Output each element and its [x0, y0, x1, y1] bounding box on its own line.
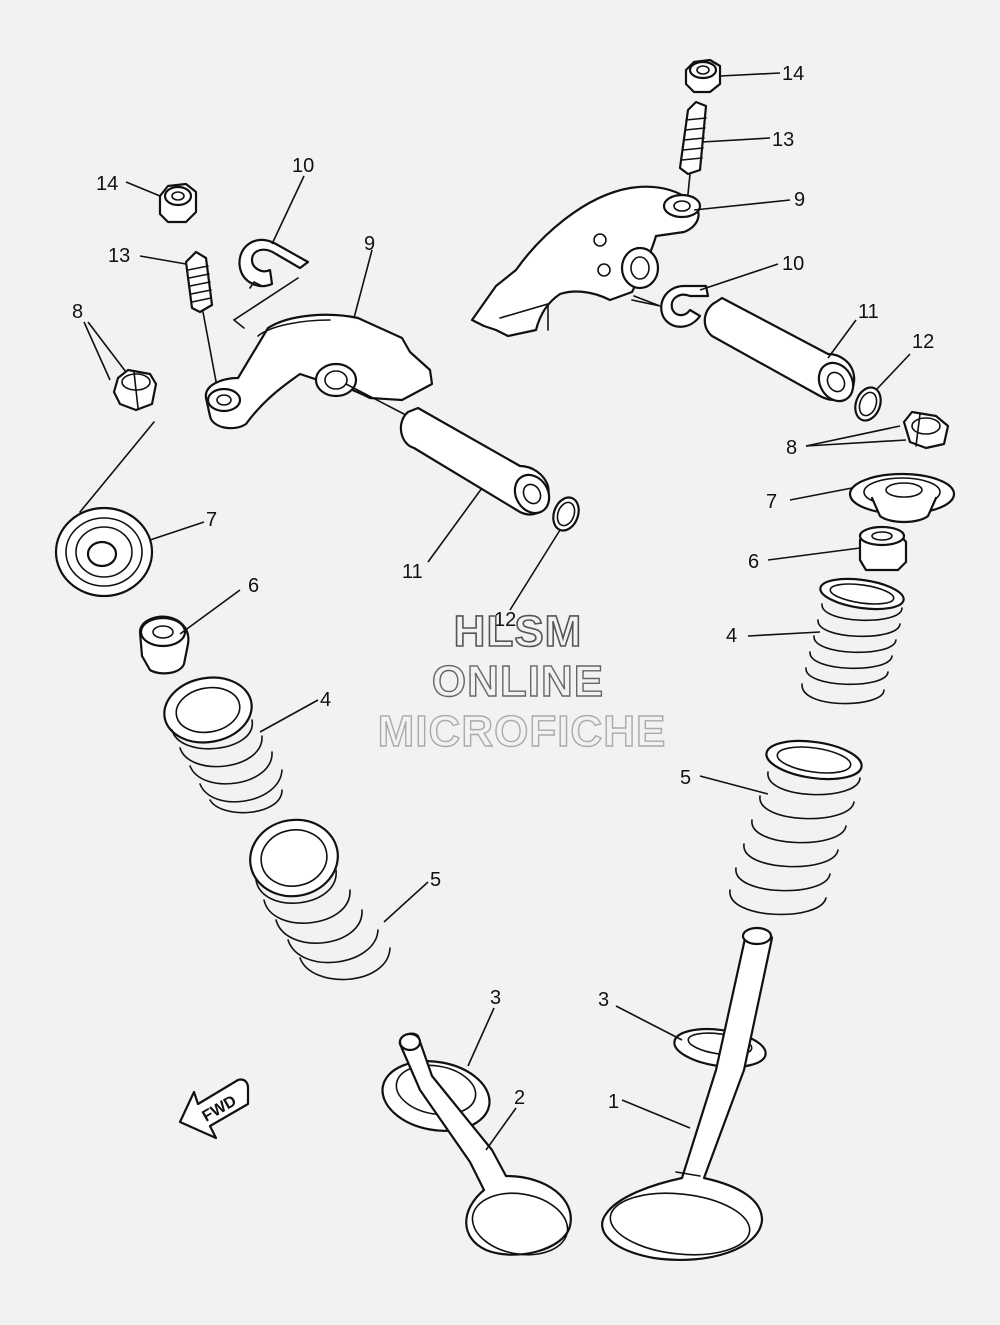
part-exhaust-valve[interactable] — [601, 926, 774, 1262]
fwd-arrow-icon: FWD — [178, 1078, 250, 1140]
part-valve-cotter-right[interactable] — [902, 410, 950, 450]
part-spring-retainer-left[interactable] — [54, 506, 154, 598]
callout-11-left: 11 — [402, 561, 423, 583]
callout-13-right: 13 — [772, 129, 794, 151]
callout-12-right: 12 — [912, 331, 934, 353]
part-nut-right[interactable] — [684, 58, 722, 94]
watermark-line-2: ONLINE — [432, 657, 604, 706]
callout-13-left: 13 — [108, 245, 130, 267]
watermark: HLSM ONLINE MICROFICHE — [377, 606, 667, 757]
part-rocker-shaft-left[interactable] — [345, 383, 556, 519]
part-o-ring-left[interactable] — [549, 494, 583, 534]
callout-3-left: 3 — [490, 987, 501, 1009]
callout-10-right: 10 — [782, 253, 804, 275]
part-rocker-arm-right[interactable] — [470, 185, 702, 338]
callout-9-right: 9 — [794, 189, 805, 211]
part-rocker-arm-left[interactable] — [204, 313, 434, 430]
callout-2: 2 — [514, 1087, 525, 1109]
callout-1: 1 — [608, 1091, 619, 1113]
part-outer-spring-right[interactable] — [729, 735, 864, 916]
part-shaft-clip-right[interactable] — [631, 284, 710, 328]
callout-8-left: 8 — [72, 301, 83, 323]
part-inner-spring-left[interactable] — [159, 671, 283, 814]
part-outer-spring-left[interactable] — [244, 813, 391, 981]
callout-7-right: 7 — [766, 491, 777, 513]
part-nut-left[interactable] — [158, 182, 198, 224]
part-inner-spring-right[interactable] — [801, 574, 906, 705]
part-shaft-clip-left[interactable] — [232, 238, 310, 329]
part-stem-seal-right[interactable] — [858, 525, 908, 572]
callout-6-right: 6 — [748, 551, 759, 573]
callout-14-left: 14 — [96, 173, 118, 195]
callout-11-right: 11 — [858, 301, 879, 323]
callout-14-right: 14 — [782, 63, 804, 85]
callout-8-right: 8 — [786, 437, 797, 459]
part-adjust-screw-right[interactable] — [678, 100, 708, 195]
callout-9-left: 9 — [364, 233, 375, 255]
callout-12-left: 12 — [494, 609, 516, 631]
part-stem-seal-left[interactable] — [138, 615, 190, 675]
part-rocker-shaft-right[interactable] — [703, 296, 860, 407]
callout-4-right: 4 — [726, 625, 737, 647]
callout-labels: 1 2 3 3 4 4 5 5 6 6 7 7 8 8 9 9 10 10 11… — [72, 63, 934, 1113]
callout-5-right: 5 — [680, 767, 691, 789]
watermark-line-1: HLSM — [454, 607, 583, 656]
leader-lines — [83, 72, 911, 1151]
part-valve-cotter-left[interactable] — [79, 368, 158, 513]
watermark-line-3: MICROFICHE — [378, 707, 667, 756]
callout-10-left: 10 — [292, 155, 314, 177]
part-intake-valve[interactable] — [398, 1032, 573, 1262]
callout-4-left: 4 — [320, 689, 331, 711]
part-spring-retainer-right[interactable] — [848, 472, 956, 524]
callout-3-right: 3 — [598, 989, 609, 1011]
callout-5-left: 5 — [430, 869, 441, 891]
callout-6-left: 6 — [248, 575, 259, 597]
part-adjust-screw-left[interactable] — [184, 250, 219, 393]
part-o-ring-right[interactable] — [851, 384, 885, 424]
callout-7-left: 7 — [206, 509, 217, 531]
